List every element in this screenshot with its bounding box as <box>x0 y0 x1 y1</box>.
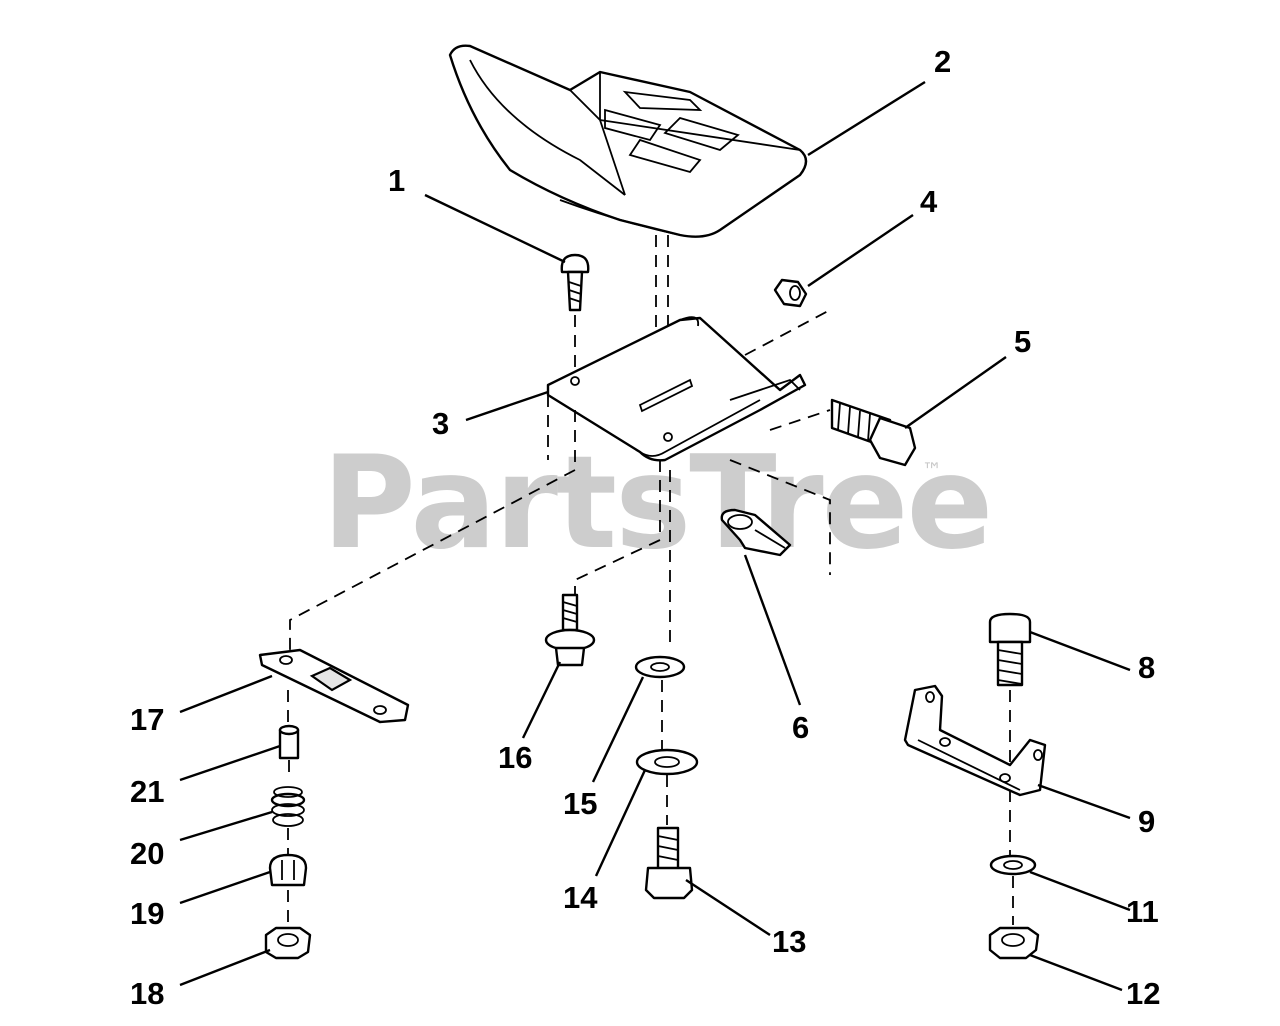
part-11-washer[interactable] <box>989 854 1037 876</box>
leader-1 <box>424 193 566 264</box>
leader-lines <box>179 80 1131 992</box>
leader-21 <box>179 744 281 782</box>
callout-18: 18 <box>130 976 165 1011</box>
callout-13: 13 <box>772 924 807 959</box>
leader-17 <box>179 674 273 714</box>
callout-3: 3 <box>432 406 450 441</box>
part-8-bolt[interactable] <box>988 612 1032 687</box>
part-12-locknut[interactable] <box>988 926 1040 960</box>
leader-3 <box>465 390 549 422</box>
trademark-symbol: ™ <box>922 458 942 482</box>
callout-5: 5 <box>1014 324 1032 359</box>
leader-9 <box>1037 783 1131 820</box>
part-18-locknut[interactable] <box>264 926 312 960</box>
leader-8 <box>1029 630 1131 672</box>
part-15-washer[interactable] <box>634 655 686 679</box>
part-16-shoulder-bolt[interactable] <box>544 593 596 667</box>
callout-20: 20 <box>130 836 165 871</box>
part-1-carriage-bolt[interactable] <box>560 253 590 312</box>
leader-19 <box>179 870 271 905</box>
callout-15: 15 <box>563 786 598 821</box>
leader-16 <box>521 661 562 739</box>
callout-8: 8 <box>1138 650 1156 685</box>
callout-17: 17 <box>130 702 165 737</box>
leader-6 <box>743 554 802 706</box>
part-19-knob[interactable] <box>268 853 308 887</box>
part-2-seat[interactable] <box>448 44 808 238</box>
callout-14: 14 <box>563 880 598 915</box>
part-6-cable-clip[interactable] <box>720 508 792 557</box>
callout-4: 4 <box>920 184 938 219</box>
leader-18 <box>179 948 271 987</box>
leader-4 <box>807 214 914 287</box>
callout-2: 2 <box>934 44 952 79</box>
callout-19: 19 <box>130 896 165 931</box>
leader-20 <box>179 810 273 842</box>
part-9-bracket[interactable] <box>903 684 1047 797</box>
part-14-washer[interactable] <box>635 748 699 776</box>
callout-6: 6 <box>792 710 810 745</box>
leader-13 <box>685 878 771 937</box>
part-17-bracket[interactable] <box>258 648 410 724</box>
part-20-spring[interactable] <box>270 786 306 827</box>
callout-11: 11 <box>1126 894 1159 929</box>
callout-12: 12 <box>1126 976 1161 1011</box>
leader-14 <box>594 769 647 877</box>
callout-16: 16 <box>498 740 533 775</box>
part-4-nut[interactable] <box>773 278 808 308</box>
part-5-bolt[interactable] <box>830 398 917 467</box>
leader-11 <box>1029 870 1131 912</box>
callout-1: 1 <box>388 163 406 198</box>
part-21-spacer[interactable] <box>278 724 300 760</box>
callout-21: 21 <box>130 774 165 809</box>
leader-5 <box>904 356 1007 429</box>
part-13-hex-bolt[interactable] <box>644 826 694 900</box>
part-3-seat-plate[interactable] <box>546 316 807 462</box>
callout-9: 9 <box>1138 804 1156 839</box>
leader-12 <box>1029 953 1123 992</box>
leader-15 <box>591 676 645 783</box>
leader-2 <box>807 80 926 157</box>
